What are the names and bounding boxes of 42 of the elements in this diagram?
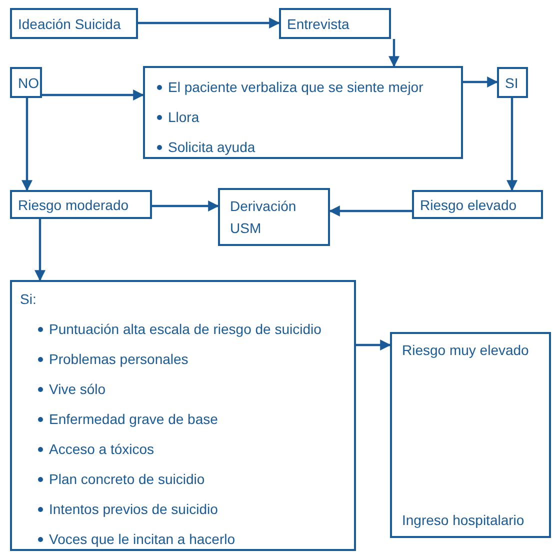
text-box <box>218 188 330 246</box>
list-item: Problemas personales <box>49 351 188 367</box>
text-box <box>10 190 152 219</box>
list-item: Puntuación alta escala de riesgo de suicidio <box>49 321 322 337</box>
list-item: Plan concreto de suicidio <box>49 471 205 487</box>
list-item: Enfermedad grave de base <box>49 411 218 427</box>
arrow <box>22 98 32 192</box>
arrow <box>152 200 220 212</box>
list-item: Acceso a tóxicos <box>49 441 154 457</box>
label: NO <box>18 74 39 90</box>
text-box <box>279 8 391 39</box>
label: USM <box>230 220 262 236</box>
arrow <box>463 76 498 88</box>
label: Riesgo elevado <box>420 196 517 212</box>
list-item: El paciente verbaliza que se siente mejor <box>168 79 424 95</box>
text-box <box>143 66 463 159</box>
arrow <box>506 98 518 192</box>
arrow <box>328 206 412 216</box>
list-item: Voces que le incitan a hacerlo <box>49 531 236 547</box>
arrow <box>42 90 144 100</box>
text-box <box>390 332 551 538</box>
label: SI <box>505 74 518 90</box>
label: Derivación <box>230 198 298 214</box>
label: Ingreso hospitalario <box>402 512 526 528</box>
arrow <box>138 18 280 28</box>
list-item: Intentos previos de suicidio <box>49 501 218 517</box>
text-box <box>10 67 42 98</box>
list-item: Vive sólo <box>49 381 106 397</box>
arrow <box>356 340 392 350</box>
text-box <box>412 190 543 219</box>
list-item: Llora <box>168 109 200 125</box>
heading: Si: <box>20 290 38 309</box>
arrow <box>388 39 400 68</box>
label: Ideación Suicida <box>18 16 121 32</box>
text-box <box>10 280 356 551</box>
text-box <box>497 67 528 98</box>
label: Entrevista <box>287 16 350 32</box>
text-box <box>10 8 138 39</box>
list-item: Solicita ayuda <box>168 139 256 155</box>
label: Riesgo moderado <box>18 196 129 212</box>
label: Riesgo muy elevado <box>402 342 530 358</box>
arrow <box>34 219 46 282</box>
